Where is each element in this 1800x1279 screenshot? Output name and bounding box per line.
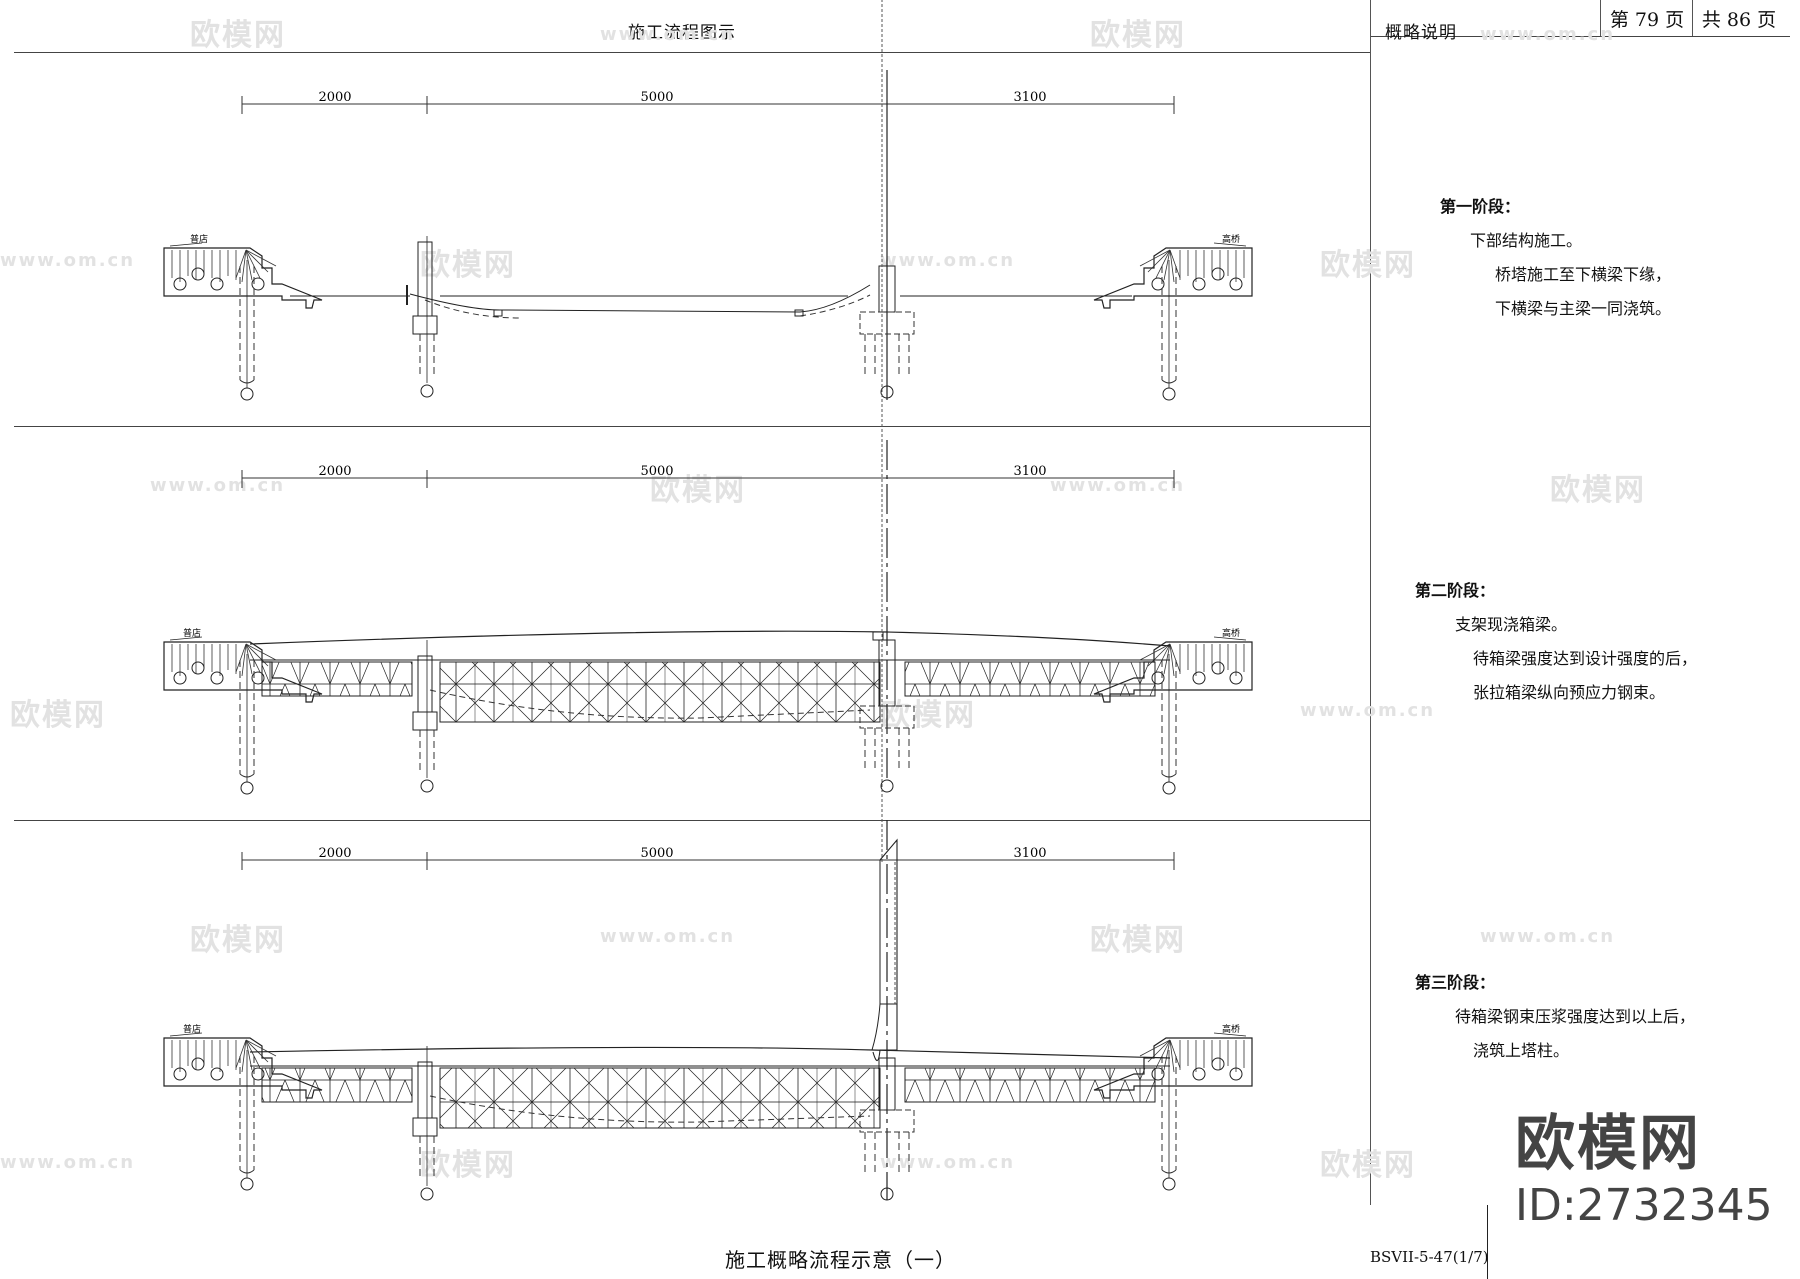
- dim-1-5000: 5000: [640, 90, 673, 105]
- stage-3-line-2: 浇筑上塔柱。: [1473, 1041, 1570, 1060]
- watermark-url: www.om.cn: [1480, 24, 1616, 45]
- dim-2-2000: 2000: [318, 464, 351, 479]
- stage-2-line-3: 张拉箱梁纵向预应力钢束。: [1473, 683, 1666, 702]
- stage-1-line-2: 桥塔施工至下横梁下缘，: [1495, 265, 1672, 284]
- watermark-brand: 欧模网: [1550, 473, 1646, 508]
- stage-1-line-3: 下横梁与主梁一同浇筑。: [1495, 299, 1672, 318]
- panel-divider-1: [14, 426, 1370, 427]
- dim-2-3100: 3100: [1013, 464, 1046, 479]
- notes-divider: [1370, 0, 1371, 1205]
- watermark-logo: 欧模网: [1515, 1109, 1701, 1179]
- stage-2-elevation: 2000 5000 3100 普店 高桥: [163, 440, 1253, 795]
- sheet-title: 施工流程图示: [628, 23, 736, 43]
- header-rule-right: [1370, 36, 1790, 37]
- dim-3-5000: 5000: [640, 846, 673, 861]
- stage-3-elevation: 2000 5000 3100 普店 高桥: [163, 0, 1253, 1201]
- drawing-number: BSVII-5-47(1/7): [1370, 1248, 1489, 1266]
- watermark-id: ID:2732345: [1515, 1180, 1773, 1231]
- stage-1-elevation: 2000 5000 3100 普店 高桥: [163, 70, 1253, 401]
- page-current: 第 79 页: [1600, 0, 1693, 36]
- label-right-abutment: 高桥: [1222, 233, 1240, 245]
- stage-3-line-1: 待箱梁钢束压浆强度达到以上后，: [1455, 1007, 1696, 1026]
- notes-title: 概略说明: [1385, 23, 1457, 43]
- stage-2-line-2: 待箱梁强度达到设计强度的后，: [1473, 649, 1698, 668]
- stage-1-line-1: 下部结构施工。: [1470, 231, 1583, 250]
- watermark-url: www.om.cn: [1480, 926, 1616, 947]
- header-rule: [14, 52, 1370, 53]
- stage-3-notes: 第三阶段： 待箱梁钢束压浆强度达到以上后， 浇筑上塔柱。: [1415, 966, 1695, 1068]
- stage-1-heading: 第一阶段：: [1440, 197, 1521, 216]
- stage-2-heading: 第二阶段：: [1415, 581, 1496, 600]
- label-left-abutment: 普店: [190, 233, 208, 245]
- label-right-abutment: 高桥: [1222, 1023, 1240, 1035]
- page-total: 共 86 页: [1692, 0, 1785, 36]
- label-left-abutment: 普店: [183, 627, 201, 639]
- label-right-abutment: 高桥: [1222, 627, 1240, 639]
- dim-2-5000: 5000: [640, 464, 673, 479]
- stage-1-notes: 第一阶段： 下部结构施工。 桥塔施工至下横梁下缘， 下横梁与主梁一同浇筑。: [1440, 190, 1671, 326]
- stage-2-notes: 第二阶段： 支架现浇箱梁。 待箱梁强度达到设计强度的后， 张拉箱梁纵向预应力钢束…: [1415, 574, 1697, 710]
- dim-3-2000: 2000: [318, 846, 351, 861]
- footer-tick: [1487, 1205, 1488, 1279]
- dim-3-3100: 3100: [1013, 846, 1046, 861]
- stage-2-line-1: 支架现浇箱梁。: [1455, 615, 1568, 634]
- construction-drawing: 2000 5000 3100 普店 高桥: [163, 0, 1253, 1201]
- stage-3-heading: 第三阶段：: [1415, 973, 1496, 992]
- panel-divider-2: [14, 820, 1370, 821]
- drawing-caption: 施工概略流程示意（一）: [725, 1248, 956, 1272]
- dim-1-2000: 2000: [318, 90, 351, 105]
- label-left-abutment: 普店: [183, 1023, 201, 1035]
- dim-1-3100: 3100: [1013, 90, 1046, 105]
